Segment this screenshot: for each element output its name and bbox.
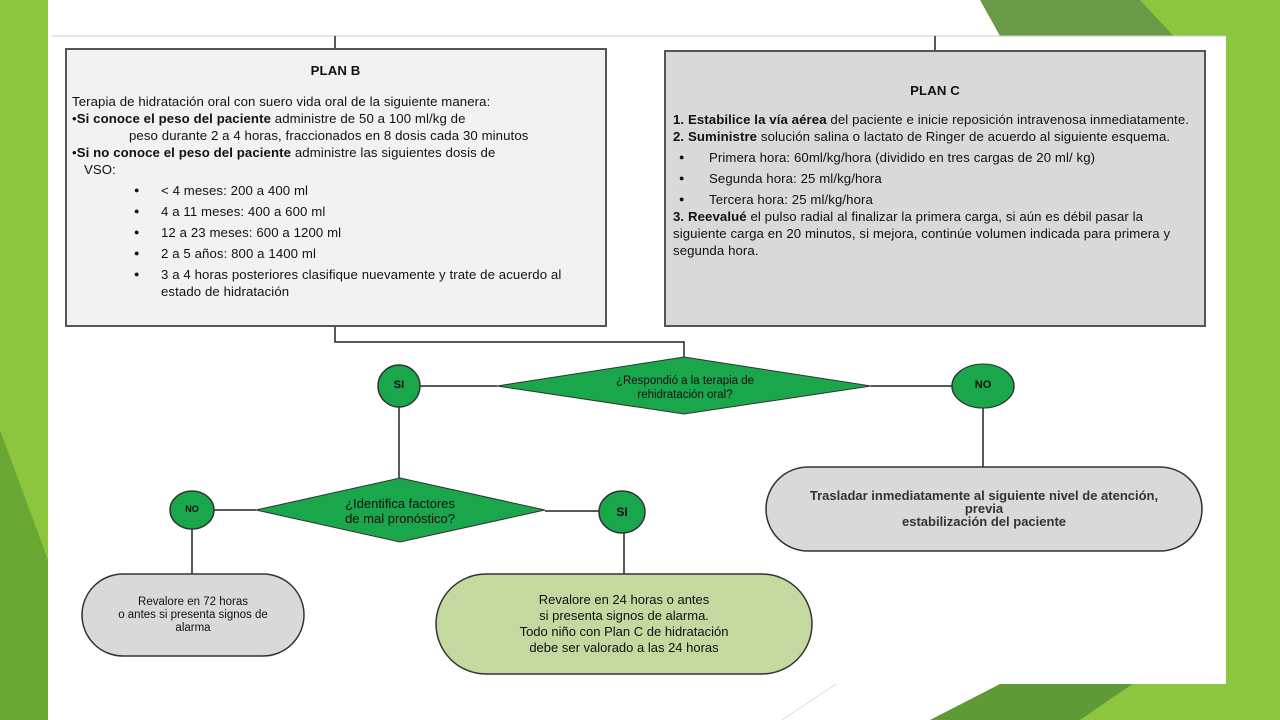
plan-b-intro: Terapia de hidratación oral con suero vi… — [72, 94, 491, 109]
outcome-transfer-text: Trasladar inmediatamente al siguiente ni… — [770, 489, 1198, 528]
plan-c-step1-num: 1. — [673, 112, 688, 127]
outcome24-line4: debe ser valorado a las 24 horas — [529, 640, 719, 655]
plan-c-step3-num: 3. — [673, 209, 688, 224]
transfer-line2: previa — [964, 501, 1004, 516]
outcome-24-text: Revalore en 24 horas o antes si presenta… — [440, 592, 808, 656]
si-bottom-circle — [598, 490, 646, 534]
outcome-72-oval — [81, 573, 305, 657]
no-bottom-circle — [169, 490, 215, 530]
plan-b-title: PLAN B — [310, 63, 361, 78]
si-top-circle — [377, 364, 421, 408]
left-dark-accent — [0, 430, 48, 720]
decision2-line1: ¿Identifica factores — [345, 496, 455, 511]
decision2-diamond — [255, 477, 546, 543]
plan-c-box: PLAN C 1. Estabilice la vía aérea del pa… — [664, 50, 1206, 327]
no-bottom-label: NO — [185, 504, 199, 514]
plan-c-hours-list: Primera hora: 60ml/kg/hora (dividido en … — [673, 149, 1197, 208]
plan-c-step1-rest: del paciente e inicie reposición intrave… — [826, 112, 1190, 127]
plan-b-item2-cont: VSO: — [84, 162, 116, 177]
hour-item: Segunda hora: 25 ml/kg/hora — [673, 170, 1197, 187]
dose-item: 3 a 4 horas posteriores clasifique nueva… — [72, 266, 599, 300]
plan-c-title: PLAN C — [910, 83, 960, 98]
decision2-label: ¿Identifica factores de mal pronóstico? — [300, 496, 500, 526]
outcome72-line1: Revalore en 72 horas — [138, 596, 248, 608]
no-top-label: NO — [974, 379, 992, 391]
dose-item: 2 a 5 años: 800 a 1400 ml — [72, 245, 599, 262]
plan-c-step1: 1. Estabilice la vía aérea del paciente … — [673, 111, 1197, 128]
transfer-line1: Trasladar inmediatamente al siguiente ni… — [809, 488, 1159, 503]
decision1-line2: rehidratación oral? — [637, 389, 733, 401]
plan-b-item1-cont: peso durante 2 a 4 horas, fraccionados e… — [129, 128, 529, 143]
outcome72-line2: o antes si presenta signos de — [118, 609, 268, 621]
dose-item: 4 a 11 meses: 400 a 600 ml — [72, 203, 599, 220]
decor-line — [781, 683, 837, 720]
decision2-line2: de mal pronóstico? — [345, 511, 455, 526]
outcome-72-text: Revalore en 72 horas o antes si presenta… — [86, 596, 300, 635]
outcome24-line2: si presenta signos de alarma. — [539, 608, 709, 623]
decision1-line1: ¿Respondió a la terapia de — [615, 375, 755, 387]
plan-b-item1: •Si conoce el peso del paciente administ… — [72, 111, 466, 126]
plan-b-item1-bold: Si conoce el peso del paciente — [76, 111, 272, 126]
plan-c-step2-rest: solución salina o lactato de Ringer de a… — [757, 129, 1171, 144]
plan-c-step2-num: 2. — [673, 129, 688, 144]
plan-b-box: PLAN B Terapia de hidratación oral con s… — [65, 48, 607, 327]
outcome72-line3: alarma — [175, 622, 211, 634]
plan-c-step1-bold: Estabilice la vía aérea — [687, 112, 827, 127]
outcome24-line3: Todo niño con Plan C de hidratación — [519, 624, 729, 639]
plan-b-item2: •Si no conoce el peso del paciente admin… — [72, 145, 496, 160]
decision1-label: ¿Respondió a la terapia de rehidratación… — [560, 374, 810, 402]
plan-b-item2-rest: administre las siguientes dosis de — [291, 145, 496, 160]
connector-planb-to-decision1 — [334, 327, 685, 357]
si-top-label: SI — [393, 379, 405, 391]
decision1-diamond — [496, 356, 872, 415]
dose-item: < 4 meses: 200 a 400 ml — [72, 182, 599, 199]
plan-c-step3: 3. Reevalué el pulso radial al finalizar… — [673, 208, 1197, 259]
si-bottom-label: SI — [616, 505, 628, 519]
plan-c-step2-bold: Suministre — [687, 129, 758, 144]
transfer-line3: estabilización del paciente — [902, 514, 1066, 529]
plan-b-item2-bold: Si no conoce el peso del paciente — [76, 145, 292, 160]
plan-c-step3-rest: el pulso radial al finalizar la primera … — [673, 209, 1171, 258]
dose-item: 12 a 23 meses: 600 a 1200 ml — [72, 224, 599, 241]
outcome24-line1: Revalore en 24 horas o antes — [538, 592, 710, 607]
hour-item: Primera hora: 60ml/kg/hora (dividido en … — [673, 149, 1197, 166]
plan-c-step3-bold: Reevalué — [687, 209, 747, 224]
hour-item: Tercera hora: 25 ml/kg/hora — [673, 191, 1197, 208]
no-top-circle — [951, 363, 1015, 409]
outcome-transfer-oval — [765, 466, 1203, 552]
plan-b-item1-rest: administre de 50 a 100 ml/kg de — [271, 111, 466, 126]
right-lime-accent — [1226, 36, 1280, 720]
outcome-24-oval — [435, 573, 813, 675]
plan-c-step2: 2. Suministre solución salina o lactato … — [673, 128, 1197, 145]
plan-b-dose-list: < 4 meses: 200 a 400 ml 4 a 11 meses: 40… — [72, 182, 599, 300]
